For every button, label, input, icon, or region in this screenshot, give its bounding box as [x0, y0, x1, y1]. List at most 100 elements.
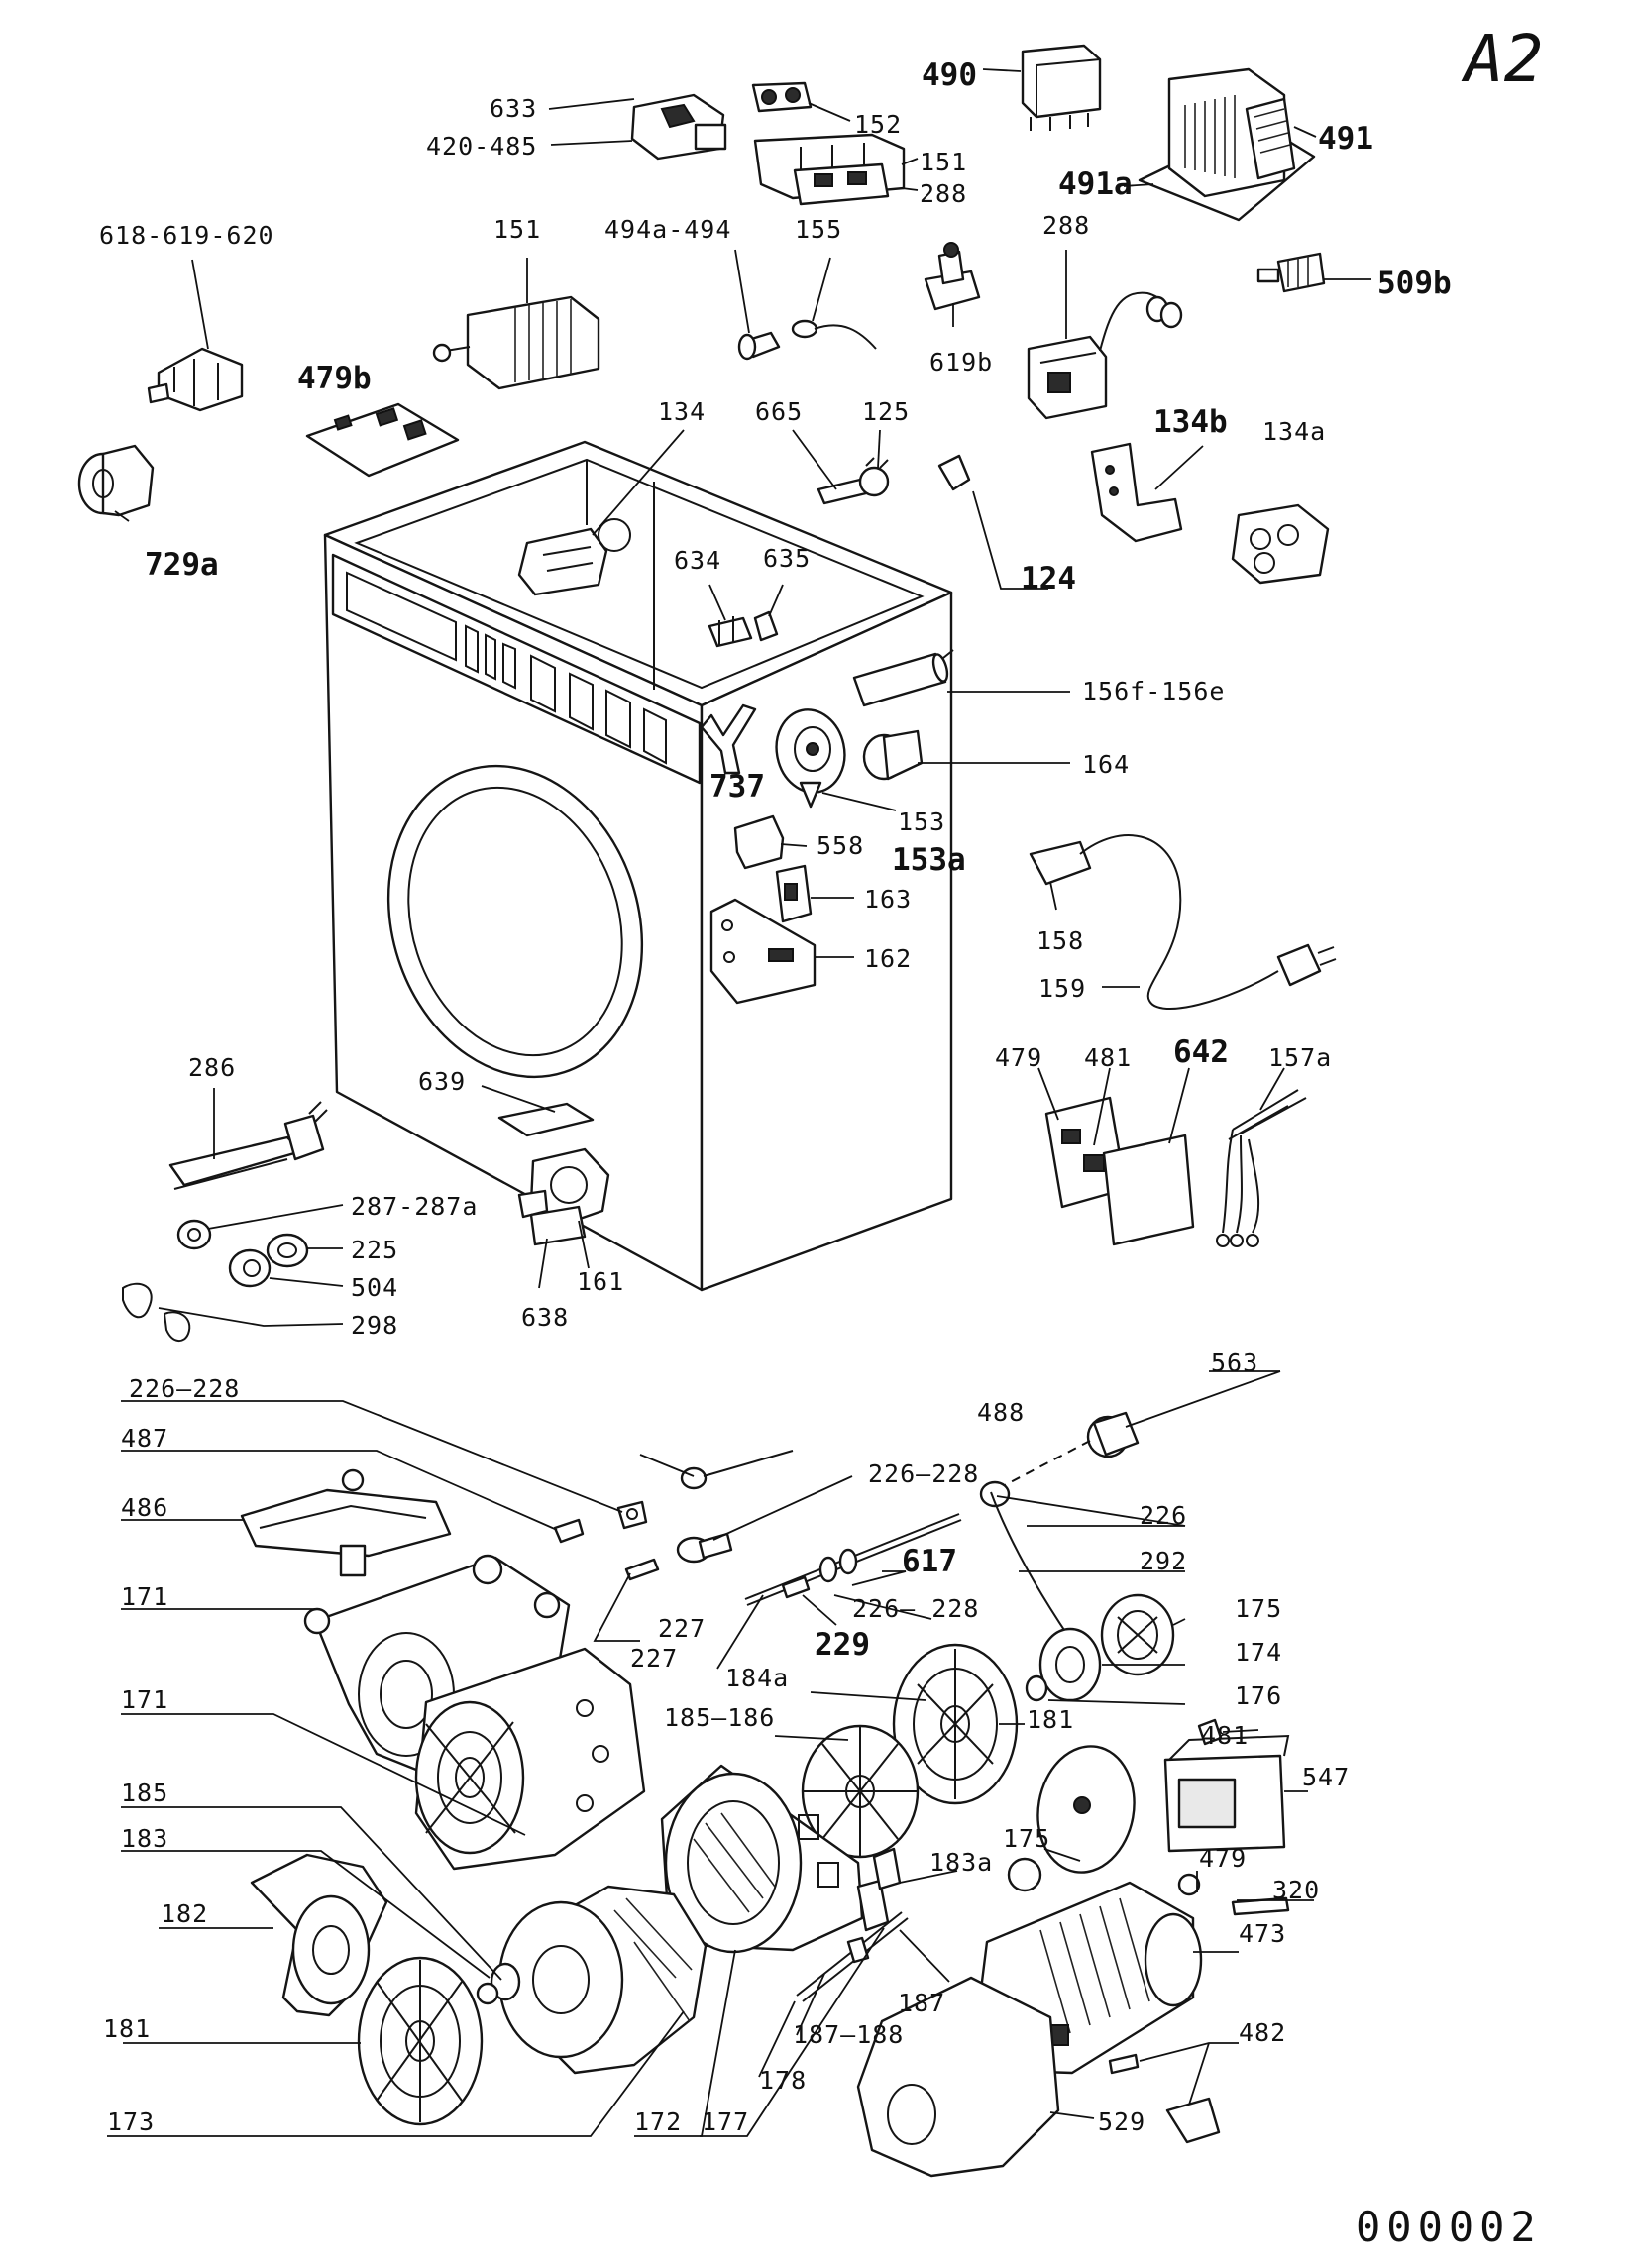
label-473: 473: [1239, 1919, 1286, 1948]
label-185-186: 185—186: [664, 1703, 775, 1732]
label-172: 172: [634, 2107, 682, 2136]
part-158-159-mains-cable: [1029, 834, 1337, 1010]
label-487: 487: [121, 1424, 168, 1453]
part-617-shaft: [744, 1513, 962, 1606]
part-125-hose-connector: [817, 457, 890, 505]
label-482: 482: [1239, 2018, 1286, 2047]
label-171-mid: 171: [121, 1685, 168, 1714]
part-288-mains-switch: [1027, 291, 1183, 420]
label-320: 320: [1272, 1876, 1320, 1904]
label-481-b: 481: [1201, 1721, 1249, 1750]
label-185: 185: [121, 1779, 168, 1807]
part-229-pin: [781, 1575, 811, 1599]
label-229: 229: [815, 1627, 870, 1663]
label-292: 292: [1140, 1547, 1187, 1575]
part-642-cover: [1102, 1134, 1195, 1246]
part-174-pulley: [1038, 1627, 1102, 1702]
label-288-top: 288: [920, 179, 967, 208]
part-152-suppressor: [751, 81, 813, 113]
part-729a-knob: [77, 444, 155, 517]
label-729a: 729a: [145, 547, 219, 583]
part-633-door-lock: [630, 93, 727, 161]
leader-lines: [107, 68, 1371, 2137]
part-292-spring: [990, 1491, 1075, 1646]
part-225-gasket: [266, 1233, 309, 1268]
part-494-indicator-lamp: [737, 331, 781, 361]
label-420-485: 420-485: [426, 132, 537, 161]
label-182: 182: [161, 1899, 208, 1928]
label-226-228-c: 226— 228: [852, 1594, 979, 1623]
part-490-relay: [1021, 44, 1102, 131]
label-174: 174: [1235, 1638, 1282, 1667]
part-172-stator-housing: [660, 1764, 864, 1954]
label-164: 164: [1082, 750, 1130, 779]
label-134b: 134b: [1153, 404, 1228, 440]
part-486-motor-bracket: [240, 1468, 452, 1577]
label-298: 298: [351, 1311, 398, 1340]
part-155-sensor-lead: [791, 319, 877, 350]
part-737-y-piece: [700, 703, 757, 775]
part-184a-end-shield: [892, 1643, 1019, 1805]
label-486: 486: [121, 1493, 168, 1522]
label-183a: 183a: [929, 1848, 993, 1877]
label-737: 737: [709, 769, 765, 805]
label-481: 481: [1084, 1043, 1132, 1072]
part-134b-bracket: [1090, 442, 1183, 543]
dash-line-563: [1002, 1440, 1091, 1487]
part-509b-sensor: [1256, 252, 1326, 293]
label-157a: 157a: [1268, 1043, 1332, 1072]
label-176: 176: [1235, 1681, 1282, 1710]
label-151-top: 151: [920, 148, 967, 176]
label-181-lower: 181: [103, 2014, 151, 2043]
label-153a: 153a: [892, 842, 966, 878]
part-171-motor-stator: [414, 1647, 646, 1871]
label-124: 124: [1021, 561, 1076, 596]
part-161-drain-pump: [517, 1147, 610, 1246]
label-163: 163: [864, 885, 912, 914]
label-638: 638: [521, 1303, 569, 1332]
label-158: 158: [1036, 926, 1084, 955]
label-547: 547: [1302, 1763, 1350, 1791]
label-171-top: 171: [121, 1582, 168, 1611]
label-287-287a: 287-287a: [351, 1192, 478, 1221]
label-152: 152: [854, 110, 902, 139]
label-175-top: 175: [1235, 1594, 1282, 1623]
label-134a: 134a: [1262, 417, 1326, 446]
part-185-186-fan: [801, 1724, 920, 1859]
part-157a-wiring-harness: [1216, 1089, 1307, 1247]
part-287-thermostat: [176, 1219, 212, 1250]
label-286: 286: [188, 1053, 236, 1082]
label-479: 479: [995, 1043, 1042, 1072]
part-504-seal: [228, 1248, 272, 1288]
part-488-bolt: [680, 1450, 794, 1490]
label-178: 178: [759, 2066, 807, 2095]
label-619b: 619b: [929, 348, 993, 377]
label-635: 635: [763, 544, 811, 573]
label-183: 183: [121, 1824, 168, 1853]
part-163-lock-catch: [775, 864, 813, 923]
part-176-spacer: [1025, 1674, 1048, 1702]
label-642: 642: [1173, 1034, 1229, 1070]
part-286-heating-element: [168, 1101, 328, 1190]
washing-machine-cabinet: [323, 440, 953, 1292]
part-164-plug-connector: [862, 729, 924, 781]
sheet-code: 000002: [1356, 2203, 1542, 2251]
label-173: 173: [107, 2107, 155, 2136]
label-633: 633: [490, 94, 537, 123]
label-504: 504: [351, 1273, 398, 1302]
part-124-clip: [937, 454, 971, 491]
part-487-screw: [553, 1518, 585, 1544]
label-226-228-b: 226—228: [868, 1459, 979, 1488]
part-171-rear-end-shield: [303, 1554, 571, 1780]
label-177: 177: [702, 2107, 749, 2136]
part-619b-switch: [924, 242, 981, 311]
part-481-terminal: [1197, 1718, 1223, 1746]
label-494a-494: 494a-494: [604, 215, 731, 244]
part-185-rotor: [497, 1885, 708, 2075]
part-156-suppressor-capacitor: [852, 649, 954, 707]
part-227-rivet: [624, 1558, 660, 1581]
part-labels: 633 420-485 152 490 491 491a 151 288 618…: [99, 57, 1452, 2136]
label-159: 159: [1038, 974, 1086, 1003]
part-151-switch-block: [753, 133, 906, 206]
